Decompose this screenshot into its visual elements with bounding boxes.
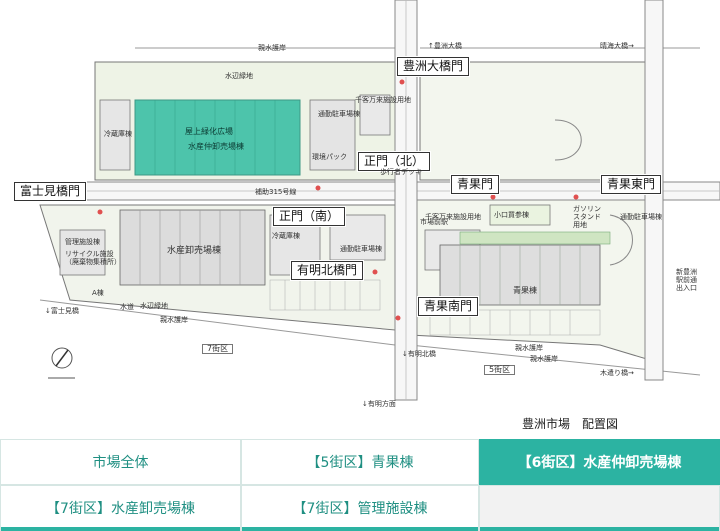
label-okujo: 屋上緑化広場	[185, 127, 233, 136]
gate-label-seimon-kita: 正門（北）	[358, 152, 431, 171]
label-ichiba-mae: 市場前駅	[420, 218, 448, 226]
label-senkyaku-2: 千客万来施設用地	[425, 213, 481, 221]
tab-district7-kanri[interactable]: 【7街区】管理施設棟	[241, 485, 479, 531]
gate-label-fujimi: 富士見橋門	[14, 182, 87, 201]
label-kanri: 管理施設棟	[65, 238, 100, 246]
tab-label: 【5街区】青果棟	[306, 455, 414, 471]
label-kankyo: 環境パック	[312, 153, 347, 161]
label-suisui-kouen: 水辺緑地	[225, 72, 253, 80]
gate-label-seika-higashi: 青果東門	[601, 175, 662, 194]
label-a-tou: A棟	[92, 289, 104, 297]
site-map: 豊洲大橋門 正門（北） 富士見橋門 正門（南） 有明北橋門 青果門 青果東門 青…	[14, 0, 720, 431]
label-kido: 木遣り橋→	[600, 369, 634, 377]
site-map-drawing	[39, 0, 720, 401]
label-reizou-2: 冷蔵庫棟	[272, 232, 300, 240]
label-gasoline: ガソリン スタンド 用地	[573, 205, 601, 229]
tab-market-overall[interactable]: 市場全体	[0, 439, 241, 485]
label-suisan-nakaoroshi: 水産仲卸売場棟	[188, 142, 244, 151]
label-district5: 5街区	[484, 365, 516, 375]
label-koguchi: 小口買参棟	[494, 211, 529, 219]
gate-label-seimon-minami: 正門（南）	[273, 207, 346, 226]
tab-district5-seika[interactable]: 【5街区】青果棟	[241, 439, 479, 485]
label-shin-toyosu-station: 新豊洲 駅前通 出入口	[676, 268, 697, 292]
label-suisan-oroshi: 水産卸売場棟	[167, 246, 222, 256]
label-kisui-gogan-3: 親水護岸	[515, 344, 543, 352]
label-kisui-gogan-2: 親水護岸	[160, 316, 188, 324]
label-ariake-kita-road: ↓有明北橋	[402, 350, 436, 358]
label-recycle: リサイクル施設 （廃棄物集積所）	[65, 250, 121, 266]
tab-bar: 市場全体 【5街区】青果棟 【6街区】水産仲卸売場棟 【7街区】水産卸売場棟 【…	[0, 439, 720, 531]
label-kisui-gogan-4: 親水護岸	[530, 355, 558, 363]
gate-label-seika-minami: 青果南門	[418, 297, 479, 316]
tab-label: 【6街区】水産仲卸売場棟	[517, 455, 682, 471]
label-tsukin-2: 通勤駐車場棟	[340, 245, 382, 253]
label-tsukin-1: 通勤駐車場棟	[318, 110, 360, 118]
map-title: 豊洲市場 配置図	[522, 417, 619, 431]
label-kisuizuri: 水辺緑地	[140, 302, 168, 310]
gate-label-seika: 青果門	[451, 175, 500, 194]
tab-district7-oroshi[interactable]: 【7街区】水産卸売場棟	[0, 485, 241, 531]
label-hojo315: 補助315号線	[255, 188, 297, 196]
label-senkyaku-1: 千客万来施設用地	[355, 96, 411, 104]
tab-district6-nakaoroshi[interactable]: 【6街区】水産仲卸売場棟	[479, 439, 720, 485]
label-fujimi-road: ↓富士見橋	[45, 307, 79, 315]
label-hokosha: 歩行者デッキ	[380, 168, 422, 176]
gate-label-ariake-kita: 有明北橋門	[291, 261, 364, 280]
label-tsukin-3: 通勤駐車場棟	[620, 213, 662, 221]
tab-label: 市場全体	[92, 455, 149, 471]
tab-label: 【7街区】水産卸売場棟	[46, 501, 195, 517]
label-harumi-ohashi-road: 晴海大橋→	[600, 42, 634, 50]
label-toyosu-ohashi-road: ↑豊洲大橋	[428, 42, 462, 50]
label-suido: 水道	[120, 303, 134, 311]
gate-label-toyosu-ohashi: 豊洲大橋門	[397, 57, 470, 76]
label-seika-to: 青果棟	[513, 286, 537, 295]
tab-label: 【7街区】管理施設棟	[292, 501, 428, 517]
label-reizou-1: 冷蔵庫棟	[104, 130, 132, 138]
label-district7: 7街区	[202, 344, 234, 354]
tab-empty-slot	[479, 485, 720, 531]
label-ariake-houmen: ↓有明方面	[362, 400, 396, 408]
label-kisui-gogan-1: 親水護岸	[258, 44, 286, 52]
